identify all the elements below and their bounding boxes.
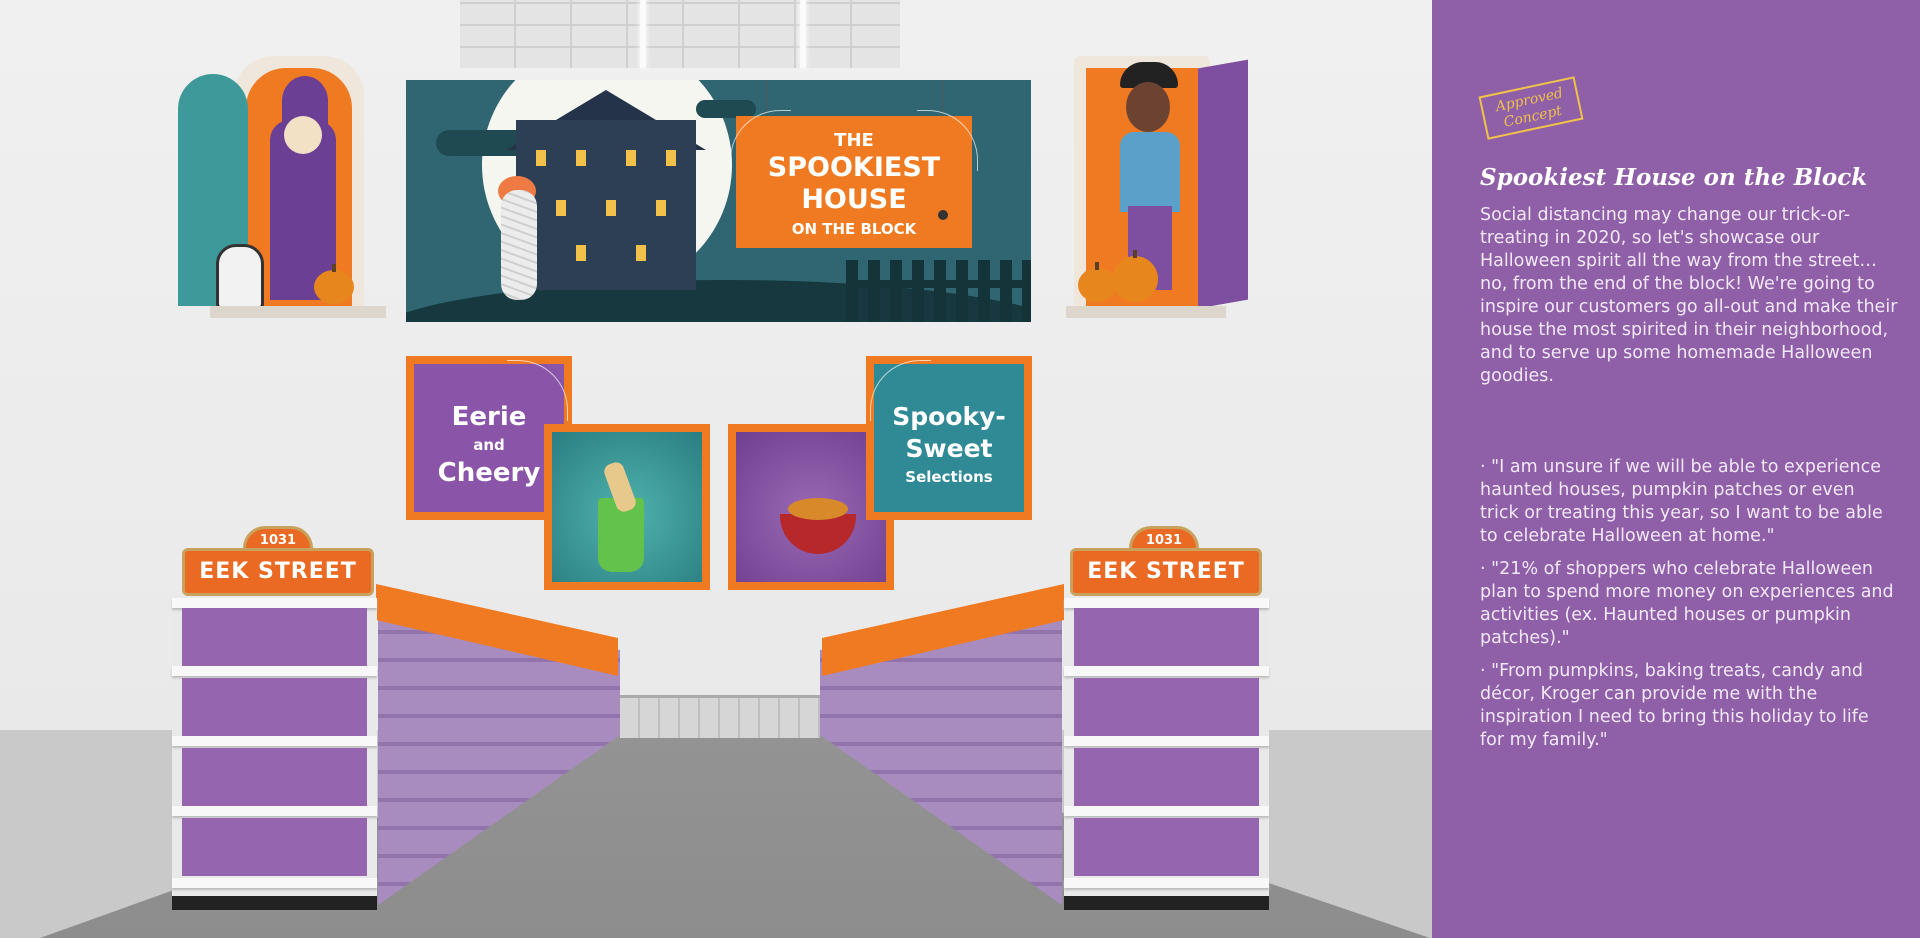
spider-icon: [938, 210, 948, 220]
eek-street-sign: EEK STREET: [182, 548, 374, 596]
house-number-sign: 1031: [243, 526, 313, 551]
witch-face: [284, 116, 322, 154]
pirate-face: [1126, 82, 1170, 132]
shopper-quote: · "21% of shoppers who celebrate Hallowe…: [1480, 559, 1894, 648]
concept-info-panel: [1432, 0, 1920, 938]
ceiling-grid: [460, 0, 900, 68]
candy-bowl-illustration: [780, 514, 856, 554]
shopper-quote: · "I am unsure if we will be able to exp…: [1480, 457, 1883, 546]
banner-title-line: THE: [834, 130, 874, 151]
cloud-illustration: [696, 100, 756, 118]
eek-street-sign: EEK STREET: [1070, 548, 1262, 596]
pumpkin-icon: [314, 264, 354, 304]
spooky-line: Selections: [905, 468, 993, 486]
haunted-house-illustration: [516, 120, 696, 290]
spooky-line: Sweet: [905, 434, 993, 463]
banner-title-line: SPOOKIEST: [767, 152, 941, 183]
back-shelving: [620, 695, 820, 738]
spider-web-icon: [870, 360, 931, 421]
store-rendering: THE SPOOKIEST HOUSE ON THE BLOCK: [0, 0, 1432, 938]
fence-illustration: [846, 260, 1031, 322]
eerie-line: and: [473, 436, 505, 454]
ceiling-light: [800, 0, 806, 68]
witch-doorway-illustration: [176, 56, 386, 322]
spider-web-icon: [507, 360, 568, 421]
shopper-quotes-list: · "I am unsure if we will be able to exp…: [1480, 456, 1898, 762]
pirate-illustration: [1120, 132, 1180, 212]
sign-string: [766, 80, 767, 116]
pirate-doorway-illustration: [1066, 56, 1266, 322]
right-endcap-shelf: [1064, 598, 1269, 910]
concept-description: Social distancing may change our trick-o…: [1480, 205, 1898, 386]
shopper-quote: · "From pumpkins, baking treats, candy a…: [1480, 661, 1869, 750]
cat-illustration: [216, 244, 264, 310]
ceiling-light: [640, 0, 646, 68]
candy-pile: [788, 498, 848, 520]
mummy-illustration: [501, 190, 537, 300]
eerie-line: Cheery: [437, 458, 541, 488]
spider-web-icon: [730, 110, 791, 171]
drink-photo-panel: [544, 424, 710, 590]
left-endcap-shelf: [172, 598, 377, 910]
concept-title: Spookiest House on the Block: [1480, 164, 1868, 191]
banner-sign: THE SPOOKIEST HOUSE ON THE BLOCK: [730, 110, 978, 248]
sign-string: [942, 80, 943, 116]
pumpkin-icon: [1078, 262, 1116, 302]
pumpkin-icon: [1112, 250, 1158, 302]
banner-title-line: HOUSE: [801, 184, 907, 215]
spooky-sweet-panel: Spooky- Sweet Selections: [866, 356, 1032, 520]
spookiest-house-banner: THE SPOOKIEST HOUSE ON THE BLOCK: [406, 80, 1031, 322]
spider-web-icon: [917, 110, 978, 171]
banner-title-line: ON THE BLOCK: [791, 220, 917, 238]
spooky-line: Spooky-: [892, 402, 1006, 431]
